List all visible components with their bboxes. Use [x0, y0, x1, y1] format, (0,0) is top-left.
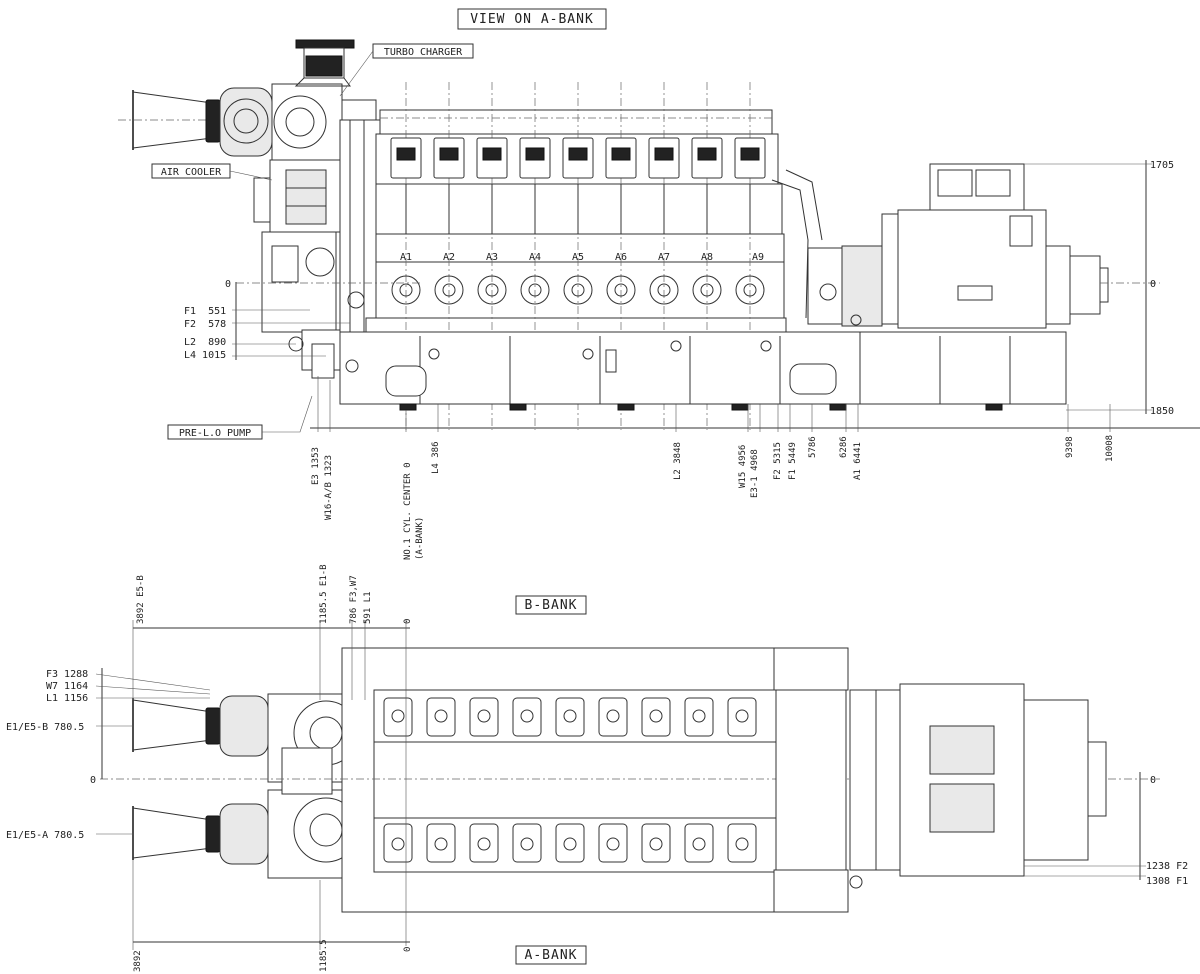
- plan-bottom-dim: 0: [403, 947, 413, 952]
- side-bottom-dim: 10008: [1105, 435, 1115, 462]
- side-bottom-dim: E3 1353: [311, 447, 321, 485]
- plan-zero-right: 0: [1150, 775, 1156, 786]
- exhaust-outlet-b: [132, 695, 269, 757]
- side-bottom-dim: 5786: [808, 436, 818, 458]
- pre-lo-pump-callout: PRE-L.O PUMP: [179, 428, 251, 439]
- air-cooler: [253, 159, 341, 233]
- side-left-dim: F2 578: [184, 319, 226, 330]
- side-bottom-dim: F1 5449: [788, 442, 798, 480]
- side-left-dim: L4 1015: [184, 350, 226, 361]
- plan-right-dim: 1308 F1: [1146, 876, 1188, 887]
- side-bottom-dim: L2 3848: [673, 442, 683, 480]
- generator: [881, 163, 1109, 329]
- cylinder-label: A4: [529, 252, 541, 263]
- plan-zero-top: 0: [403, 619, 413, 624]
- plan-top-dim: 786 F3,W7: [349, 575, 359, 624]
- cylinder-label: A6: [615, 252, 627, 263]
- plan-left-dim: F3 1288: [46, 669, 88, 680]
- plan-left-dim: L1 1156: [46, 693, 88, 704]
- side-bottom-dim: 9398: [1065, 436, 1075, 458]
- exhaust-outlet-top: [118, 87, 460, 157]
- cylinder-heads-plan: [383, 697, 757, 863]
- plan-top-dim: 1185.5 E1-B: [319, 564, 329, 624]
- plan-right-dim: 1238 F2: [1146, 861, 1188, 872]
- plan-left-dimensions: F3 1288 W7 1164 L1 1156 E1/E5-B 780.5 0 …: [6, 668, 211, 841]
- side-left-dim: F1 551: [184, 306, 226, 317]
- side-bottom-dim: E3-1 4968: [750, 449, 760, 498]
- base-frame: [311, 331, 1067, 411]
- plan-bottom-dimensions: 3892 1185.5 0: [132, 860, 413, 972]
- cylinder-label: A3: [486, 252, 498, 263]
- cylinder-label: A1: [400, 252, 412, 263]
- side-left-dimensions: 0 F1 551 F2 578 L2 890 L4 1015: [184, 279, 420, 361]
- side-bottom-dim: A1 6441: [853, 442, 863, 480]
- cylinder-label: A7: [658, 252, 670, 263]
- plan-top-dimensions: 3892 E5-B 1185.5 E1-B 786 F3,W7 591 L1 0: [132, 564, 413, 946]
- a-bank-title-box: [515, 945, 587, 965]
- plan-top-dim: 591 L1: [363, 591, 373, 624]
- side-bottom-dim: (A-BANK): [415, 517, 425, 560]
- side-bottom-dim: F2 5315: [773, 442, 783, 480]
- side-bottom-dim: W15 4956: [738, 445, 748, 488]
- b-bank-title-box: [515, 595, 587, 615]
- plan-zero-left: 0: [90, 775, 96, 786]
- side-right-dim: 1705: [1150, 160, 1174, 171]
- plan-left-dim: E1/E5-B 780.5: [6, 722, 84, 733]
- side-right-dimensions: 1705 0 1850: [1024, 160, 1174, 417]
- side-bottom-dimensions: E3 1353 W16-A/B 1323 NO.1 CYL. CENTER 0 …: [310, 376, 1200, 560]
- cylinder-label: A5: [572, 252, 584, 263]
- plan-view: B-BANK A-BANK: [6, 564, 1188, 972]
- plan-frames: [100, 647, 1160, 913]
- cylinder-label: A2: [443, 252, 455, 263]
- side-view: VIEW ON A-BANK TURBO CHARGER: [118, 8, 1200, 560]
- cylinder-label: A8: [701, 252, 713, 263]
- b-bank-title: B-BANK: [525, 598, 578, 613]
- plan-bottom-dim: 1185.5: [319, 939, 329, 972]
- plan-bottom-dim: 3892: [133, 950, 143, 972]
- turbo-charger-callout: TURBO CHARGER: [384, 47, 463, 58]
- plan-right-dimensions: 0 1238 F2 1308 F1: [1024, 772, 1188, 887]
- side-zero-right: 0: [1150, 279, 1156, 290]
- plan-left-dim: W7 1164: [46, 681, 88, 692]
- plan-left-dim: E1/E5-A 780.5: [6, 830, 84, 841]
- turbo-charger: [271, 39, 377, 163]
- a-bank-title: A-BANK: [525, 948, 578, 963]
- coupling-section: [771, 169, 883, 327]
- side-bottom-dim: W16-A/B 1323: [324, 455, 334, 520]
- cylinder-label: A9: [752, 252, 764, 263]
- air-cooler-callout: AIR COOLER: [161, 167, 222, 178]
- view-title: VIEW ON A-BANK: [470, 12, 594, 27]
- plan-top-dim: 3892 E5-B: [136, 575, 146, 624]
- view-title-box: [457, 8, 607, 30]
- side-bottom-dim: L4 386: [431, 441, 441, 474]
- side-zero-left: 0: [225, 279, 231, 290]
- side-bottom-dim: NO.1 CYL. CENTER 0: [403, 462, 413, 560]
- side-right-dim: 1850: [1150, 406, 1174, 417]
- side-bottom-dim: 6286: [839, 436, 849, 458]
- front-end-equipment: [261, 119, 381, 371]
- exhaust-outlet-a: [132, 803, 269, 865]
- side-left-dim: L2 890: [184, 337, 226, 348]
- turbochargers-plan: [267, 693, 359, 879]
